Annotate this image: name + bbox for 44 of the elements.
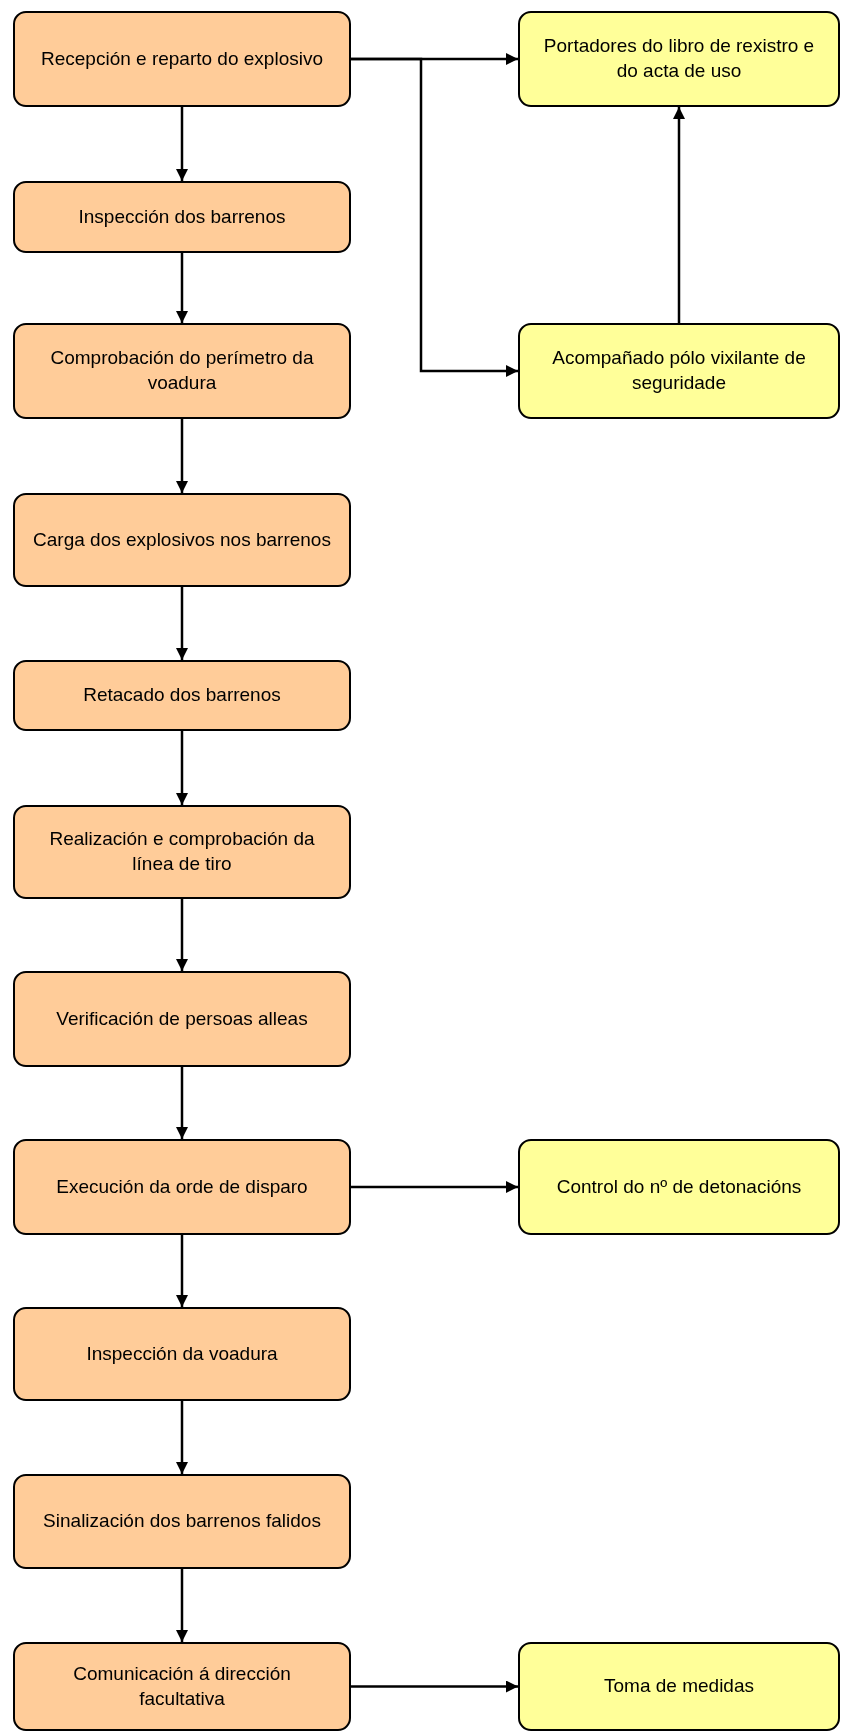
arrow [176,587,188,660]
process-box [13,1642,351,1731]
box-label: Control do nº de detonacións [556,1174,802,1199]
arrow [176,253,188,323]
process-box [13,323,351,419]
box-label: Execución da orde de disparo [56,1174,308,1199]
arrow [176,1401,188,1474]
box-label: Portadores do libro de rexistro e do acta de uso [542,34,816,83]
box-label: Comunicación á dirección facultativa [72,1661,292,1711]
process-box [13,11,351,107]
arrow [176,419,188,493]
process-box [13,971,351,1067]
box-label: Retacado dos barrenos [83,683,281,708]
process-box [13,1474,351,1569]
box-label: Realización e comprobación da línea de tiro [48,827,316,876]
box-label: Sinalización dos barrenos falidos [43,1509,321,1534]
box-label: Comprobación do perímetro da voadura [49,346,315,395]
arrow [351,57,518,377]
process-box [13,1139,351,1235]
arrow [351,1181,518,1193]
arrow [351,1680,518,1693]
arrow [176,1569,188,1642]
box-label: Carga dos explosivos nos barrenos [33,527,331,552]
box-label: Inspección da voadura [86,1341,278,1366]
process-box [13,1307,351,1401]
process-box [518,1139,840,1235]
process-box [518,323,840,419]
arrow [176,1235,188,1307]
arrow [176,899,188,971]
box-label: Toma de medidas [604,1674,754,1699]
process-box [13,181,351,253]
process-box [13,493,351,587]
box-label: Recepción e reparto do explosivo [41,46,323,71]
arrow [176,107,188,181]
arrow [673,107,685,323]
process-box [518,1642,840,1731]
process-box [13,660,351,731]
process-box [13,805,351,899]
box-label: Acompañado pólo vixilante de seguridade [551,346,807,395]
process-box [518,11,840,107]
arrow [176,1067,188,1139]
arrow [176,731,188,805]
box-label: Verificación de persoas alleas [56,1006,308,1031]
box-label: Inspección dos barrenos [78,204,286,229]
